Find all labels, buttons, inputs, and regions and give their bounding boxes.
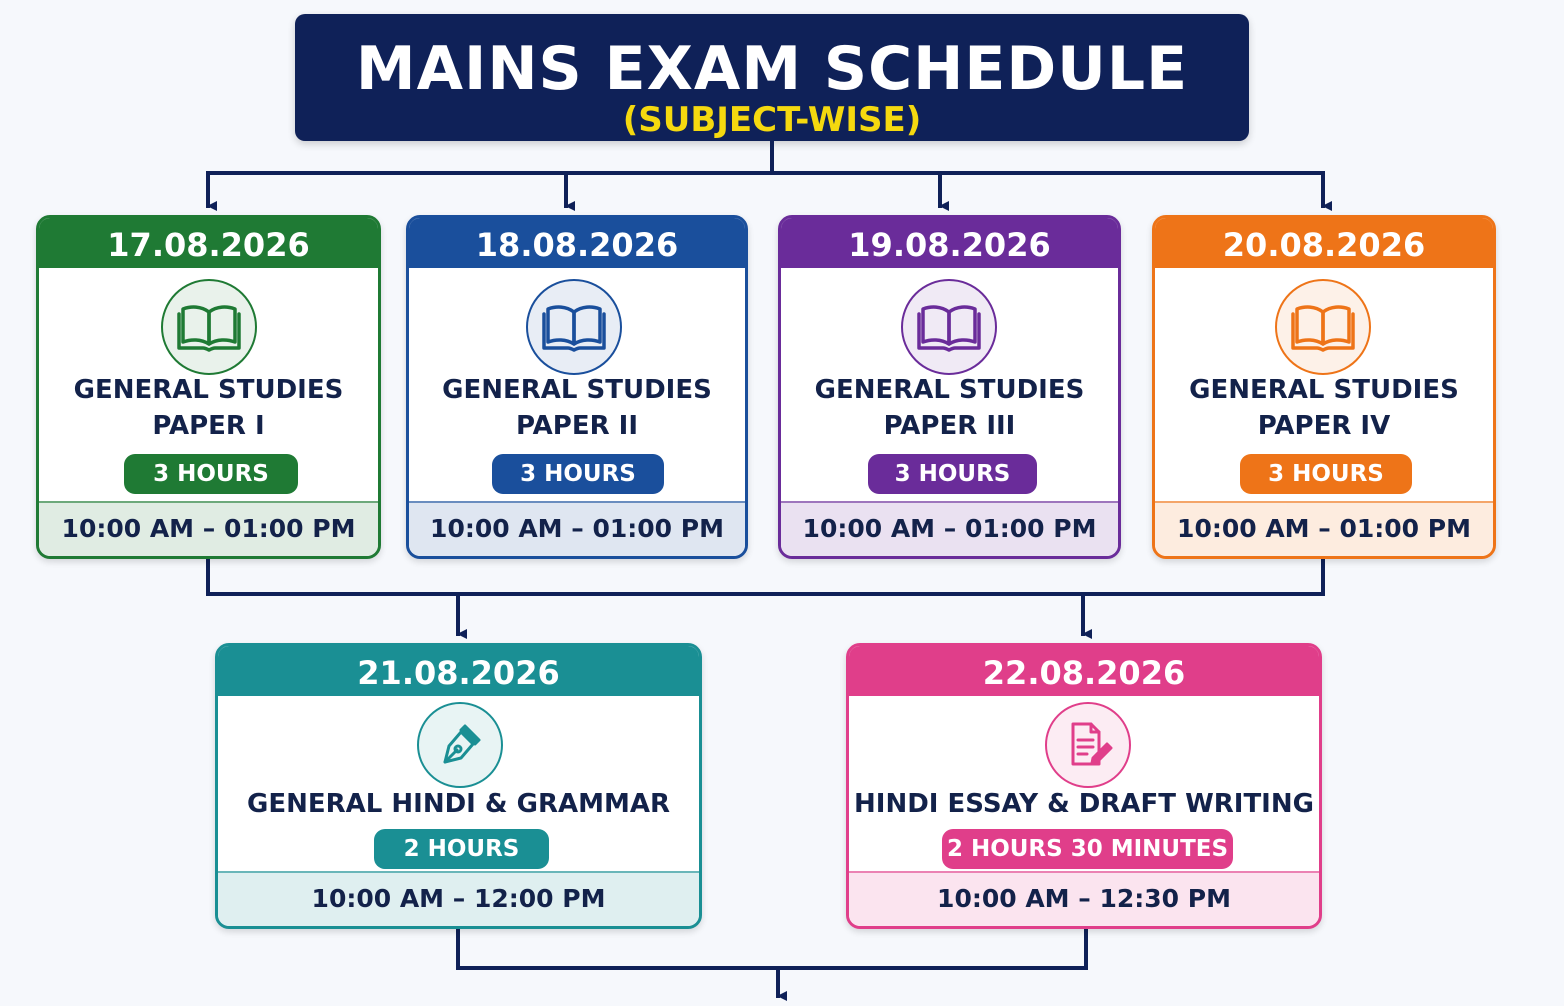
open-book-icon [177, 305, 241, 352]
exam-time: 10:00 AM – 12:30 PM [849, 871, 1319, 926]
document-icon-circle [1045, 702, 1131, 788]
exam-card: 18.08.2026 GENERAL STUDIES PAPER II 3 HO… [406, 215, 748, 559]
exam-time: 10:00 AM – 01:00 PM [781, 501, 1118, 556]
subject-line-1: GENERAL STUDIES [73, 375, 344, 405]
book-icon-circle [161, 279, 257, 375]
exam-card: 21.08.2026 GENERAL HINDI & GRAMMAR 2 HOU… [215, 643, 702, 929]
exam-time: 10:00 AM – 12:00 PM [218, 871, 699, 926]
exam-time: 10:00 AM – 01:00 PM [39, 501, 378, 556]
exam-time: 10:00 AM – 01:00 PM [1155, 501, 1493, 556]
open-book-icon [542, 305, 606, 352]
duration-badge: 2 HOURS [374, 829, 549, 869]
subject-line-1: GENERAL HINDI & GRAMMAR [247, 789, 670, 819]
open-book-icon [1291, 305, 1355, 352]
book-icon-circle [1275, 279, 1371, 375]
duration-badge: 2 HOURS 30 MINUTES [942, 829, 1233, 869]
page-subtitle: (SUBJECT-WISE) [622, 100, 922, 140]
subject-line-2: PAPER III [883, 411, 1016, 441]
book-icon-circle [901, 279, 997, 375]
exam-card: 20.08.2026 GENERAL STUDIES PAPER IV 3 HO… [1152, 215, 1496, 559]
title-banner: MAINS EXAM SCHEDULE (SUBJECT-WISE) [295, 14, 1249, 141]
exam-card: 17.08.2026 GENERAL STUDIES PAPER I 3 HOU… [36, 215, 381, 559]
exam-date: 19.08.2026 [781, 218, 1118, 268]
exam-card: 19.08.2026 GENERAL STUDIES PAPER III 3 H… [778, 215, 1121, 559]
fountain-pen-icon [443, 724, 481, 764]
exam-date: 20.08.2026 [1155, 218, 1493, 268]
exam-date: 21.08.2026 [218, 646, 699, 696]
duration-badge: 3 HOURS [1240, 454, 1412, 494]
duration-badge: 3 HOURS [492, 454, 664, 494]
book-icon-circle [526, 279, 622, 375]
exam-time: 10:00 AM – 01:00 PM [409, 501, 745, 556]
pen-icon-circle [417, 702, 503, 788]
subject-line-2: PAPER I [152, 411, 265, 441]
exam-card: 22.08.2026 HINDI ESSAY & DRAFT WRITING 2… [846, 643, 1322, 929]
page-title: MAINS EXAM SCHEDULE [355, 34, 1189, 104]
subject-line-1: GENERAL STUDIES [1189, 375, 1459, 405]
subject-line-2: PAPER II [515, 411, 639, 441]
subject-line-1: GENERAL STUDIES [442, 375, 712, 405]
document-pen-icon [1071, 722, 1113, 766]
exam-date: 18.08.2026 [409, 218, 745, 268]
open-book-icon [917, 305, 981, 352]
duration-badge: 3 HOURS [868, 454, 1037, 494]
exam-date: 17.08.2026 [39, 218, 378, 268]
exam-date: 22.08.2026 [849, 646, 1319, 696]
duration-badge: 3 HOURS [124, 454, 298, 494]
subject-line-1: GENERAL STUDIES [814, 375, 1085, 405]
subject-line-1: HINDI ESSAY & DRAFT WRITING [854, 789, 1314, 819]
subject-line-2: PAPER IV [1257, 411, 1391, 441]
